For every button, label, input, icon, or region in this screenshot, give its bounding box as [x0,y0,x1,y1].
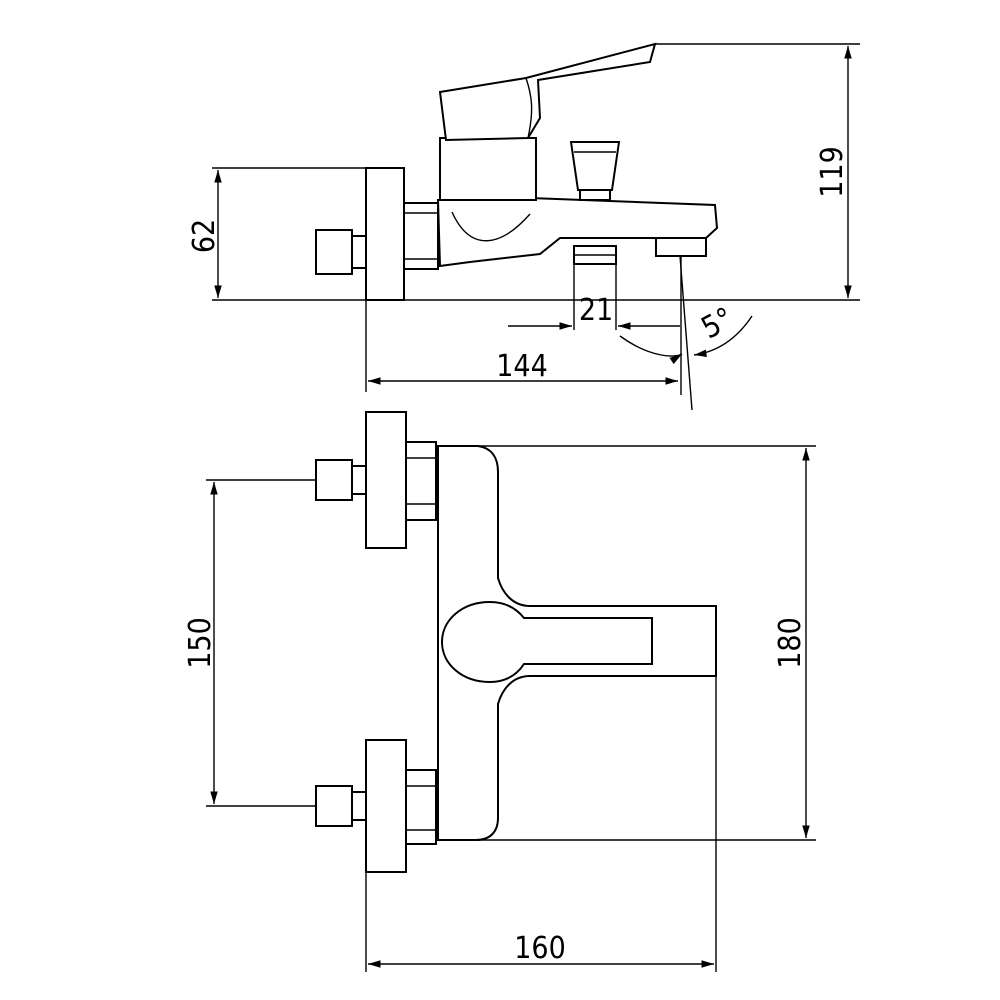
top-lower-flange [365,739,407,873]
dim-label-160: 160 [514,931,566,966]
side-connector-neck [351,235,367,269]
dim-label-angle: 5° [696,301,740,346]
top-view: 150 180 160 [183,411,816,972]
side-lever-handle [438,42,657,142]
side-nut [403,202,439,270]
side-faucet-body [436,196,719,268]
side-spout-tip [655,237,707,257]
side-diverter-knob [569,141,621,191]
dim-label-144: 144 [496,349,548,384]
dim-label-180: 180 [773,617,808,669]
top-lower-connector [315,785,353,827]
dim-label-119: 119 [815,146,850,198]
top-upper-connector [315,459,353,501]
side-view: 62 119 21 5° 144 [187,42,860,411]
side-cartridge-housing [439,137,537,201]
top-lower-nut [405,769,437,845]
dim-label-150: 150 [183,617,218,669]
top-lever-handle [440,600,653,684]
side-diverter-stem [579,189,611,201]
dim-label-21: 21 [579,293,613,328]
top-upper-flange [365,411,407,549]
dim-label-62: 62 [187,219,222,253]
side-wall-flange [365,167,405,301]
top-upper-nut [405,441,437,521]
side-eccentric-connector [315,229,353,275]
